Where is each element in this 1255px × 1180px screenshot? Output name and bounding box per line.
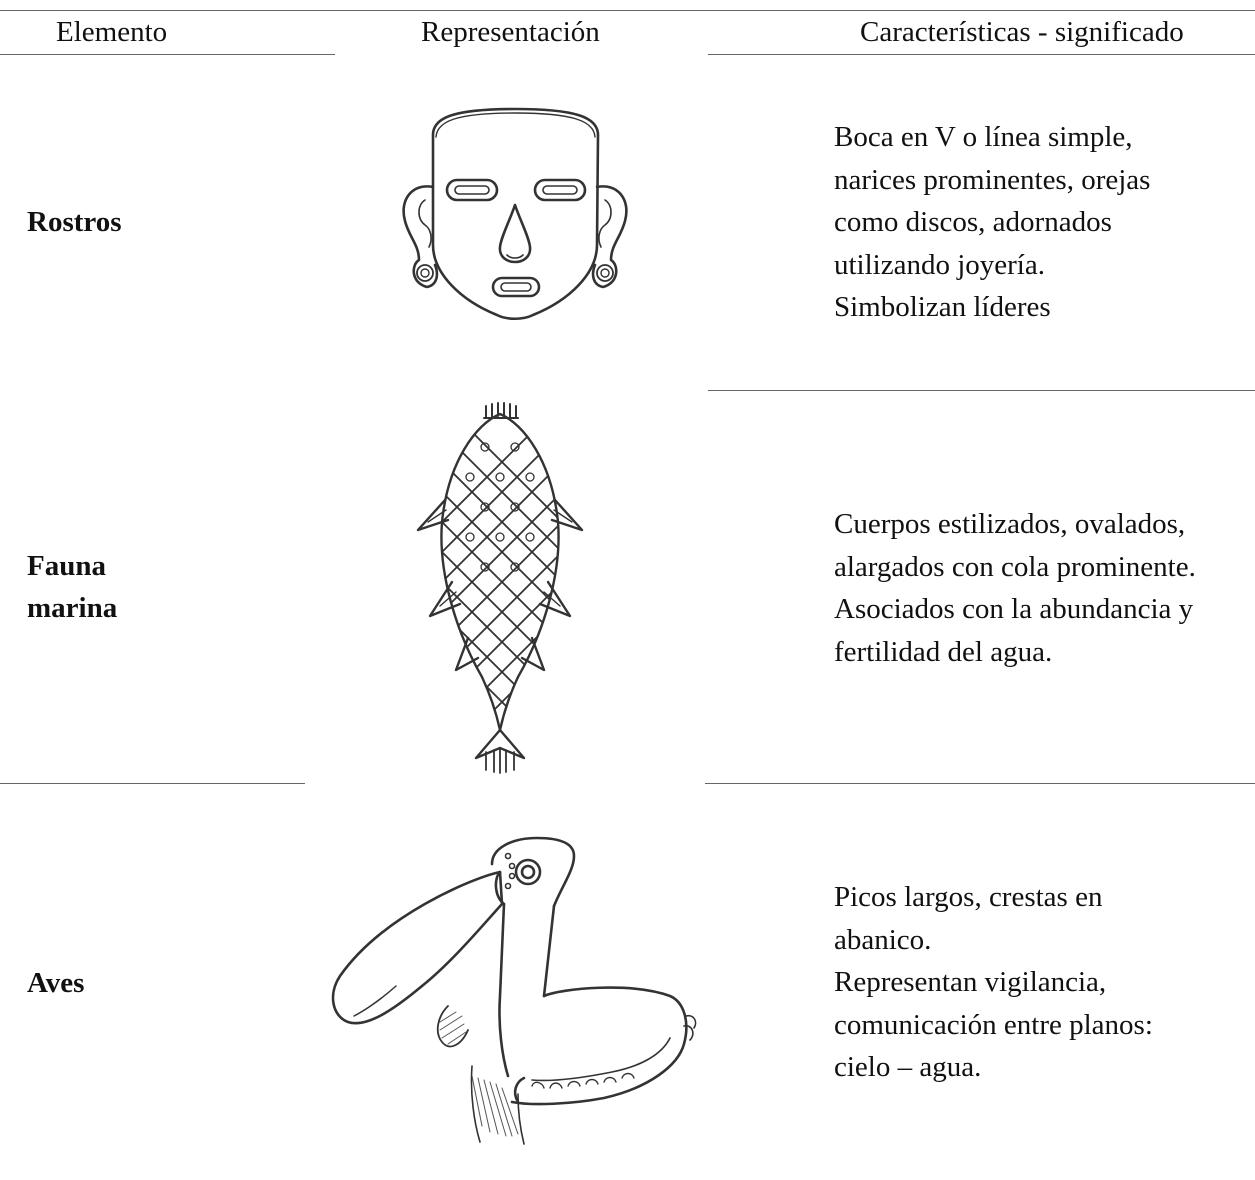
row-label-aves: Aves	[27, 962, 84, 1004]
description-line: Representan vigilancia,	[834, 966, 1107, 998]
row-divider	[705, 783, 1255, 784]
description-line: utilizando joyería.	[834, 248, 1045, 281]
table-top-rule	[0, 10, 1255, 11]
bird-illustration	[322, 826, 702, 1156]
header-bottom-rule	[0, 54, 335, 55]
row-description-rostros: Boca en V o línea simple, narices promin…	[834, 116, 1254, 329]
column-header-element: Elemento	[56, 16, 168, 48]
description-line: como discos, adornados	[834, 206, 1112, 238]
row-divider	[708, 390, 1255, 391]
label-line: Rostros	[27, 206, 122, 238]
description-line: Picos largos, crestas en	[834, 881, 1103, 913]
row-label-fauna-marina: Fauna marina	[27, 545, 117, 629]
description-line: narices prominentes, orejas	[834, 163, 1151, 196]
face-mask-illustration	[385, 95, 645, 330]
description-line: Simbolizan líderes	[834, 291, 1051, 323]
description-line: comunicación entre planos:	[834, 1008, 1153, 1041]
row-divider	[0, 783, 305, 784]
description-line: Cuerpos estilizados, ovalados,	[834, 508, 1186, 540]
label-line: Fauna	[27, 550, 106, 582]
description-line: Boca en V o línea simple,	[834, 121, 1133, 153]
row-label-rostros: Rostros	[27, 201, 122, 243]
column-header-meaning: Características - significado	[860, 16, 1184, 48]
fish-illustration	[412, 402, 592, 774]
description-line: cielo – agua.	[834, 1051, 982, 1083]
row-description-aves: Picos largos, crestas en abanico. Repres…	[834, 876, 1254, 1089]
description-line: fertilidad del agua.	[834, 635, 1053, 668]
label-line: Aves	[27, 967, 85, 999]
column-header-representation: Representación	[421, 16, 600, 48]
header-bottom-rule	[708, 54, 1255, 55]
description-line: Asociados con la abundancia y	[834, 593, 1194, 625]
row-description-fauna-marina: Cuerpos estilizados, ovalados, alargados…	[834, 503, 1254, 673]
description-line: abanico.	[834, 923, 932, 956]
label-line: marina	[27, 592, 118, 624]
description-line: alargados con cola prominente.	[834, 550, 1196, 583]
